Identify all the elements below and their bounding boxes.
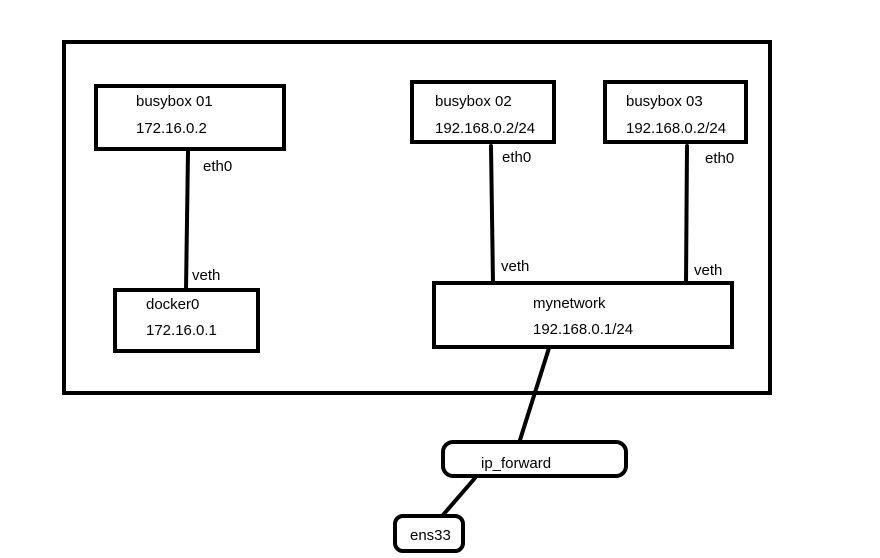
busybox02-node: [410, 80, 556, 144]
docker0-name: docker0: [146, 296, 200, 313]
docker0-ip: 172.16.0.1: [146, 322, 217, 339]
host-frame: [62, 40, 772, 395]
busybox03-name: busybox 03: [626, 93, 703, 110]
link-busybox02-mynetwork: [489, 144, 495, 286]
busybox01-name: busybox 01: [136, 93, 213, 110]
busybox03-ip: 192.168.0.2/24: [626, 120, 727, 137]
busybox03-eth0-label: eth0: [705, 150, 735, 167]
link-busybox03-mynetwork: [684, 144, 689, 286]
busybox01-ip: 172.16.0.2: [136, 120, 207, 137]
busybox03-veth-label: veth: [694, 262, 723, 279]
link-ipforward-ens33: [441, 476, 477, 517]
mynetwork-ip: 192.168.0.1/24: [533, 321, 634, 338]
docker0-bridge: [113, 288, 260, 353]
busybox02-ip: 192.168.0.2/24: [435, 120, 536, 137]
ipforward-node: [441, 440, 628, 478]
busybox02-eth0-label: eth0: [502, 149, 532, 166]
busybox02-name: busybox 02: [435, 93, 512, 110]
busybox01-veth-label: veth: [192, 267, 221, 284]
ens33-node: [393, 514, 465, 553]
ipforward-label: ip_forward: [481, 455, 552, 472]
mynetwork-bridge: [432, 281, 734, 349]
ens33-label: ens33: [410, 527, 451, 544]
busybox02-veth-label: veth: [501, 258, 530, 275]
busybox03-node: [603, 80, 748, 144]
busybox01-node: [94, 84, 286, 151]
link-busybox01-docker0: [184, 150, 190, 292]
busybox01-eth0-label: eth0: [203, 158, 233, 175]
mynetwork-name: mynetwork: [533, 295, 606, 312]
